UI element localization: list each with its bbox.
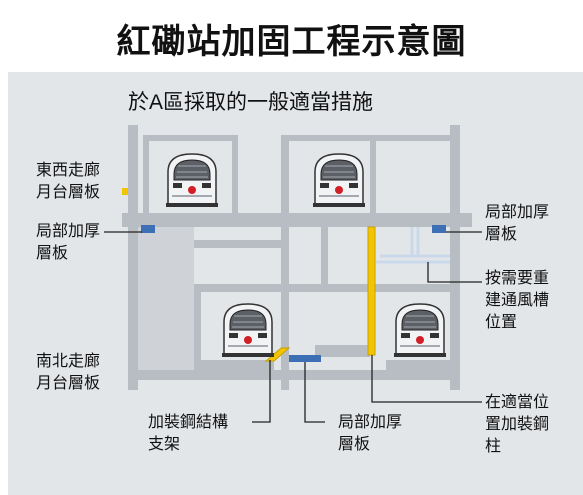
backfill-block [138,227,194,370]
label-ventilation-duct: 按需要重 建通風槽 位置 [485,270,550,331]
diagram-subtitle: 於A區採取的一般適當措施 [128,91,374,114]
label-partial-thickening-bottom: 局部加厚 層板 [338,414,403,453]
label-steel-support: 加裝鋼結構 支架 [148,414,229,453]
label-partial-thickening-left: 局部加厚 層板 [36,223,101,262]
leader-lines [104,231,482,423]
train-icon [312,153,366,208]
label-steel-column: 在適當位 置加裝鋼 柱 [485,394,550,455]
thickening-left [141,225,155,233]
thickening-right [432,225,446,233]
label-east-west-platform: 東西走廊 月台層板 [36,162,101,201]
page-title: 紅磡站加固工程示意圖 [116,23,467,61]
train-icon [393,303,447,358]
ventilation-duct [376,227,450,264]
steel-column [367,226,376,356]
label-north-south-platform: 南北走廊 月台層板 [36,353,101,392]
diagram-background [8,72,583,495]
label-partial-thickening-right: 局部加厚 層板 [485,204,550,243]
train-icon [165,153,219,208]
thickening-bottom [289,355,321,362]
train-icon [221,303,275,358]
steel-bracket [264,347,291,362]
